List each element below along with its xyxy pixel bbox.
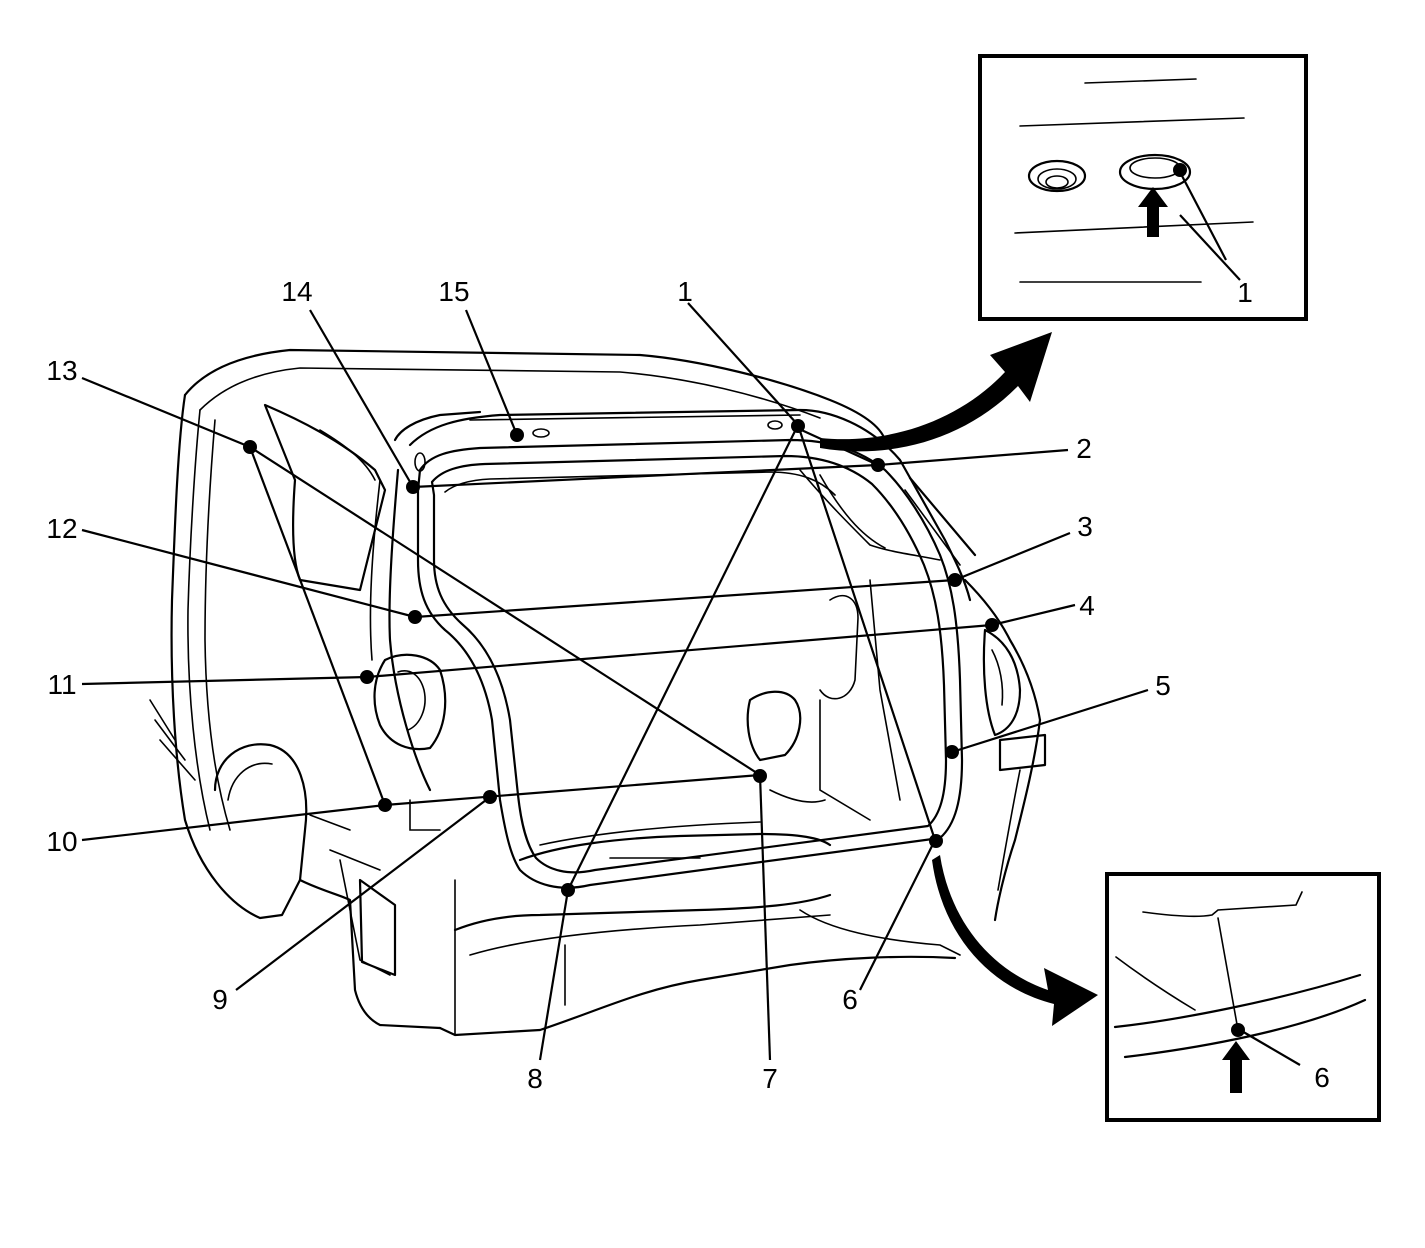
callout-14: 14 — [281, 276, 312, 307]
top-detail-inset — [978, 54, 1308, 321]
callout-5: 5 — [1155, 670, 1171, 701]
vehicle-rear-body — [149, 348, 1047, 1037]
attachment-point-15 — [510, 428, 524, 442]
attachment-point-6 — [929, 834, 943, 848]
attachment-point-9 — [483, 790, 497, 804]
callout-4: 4 — [1079, 590, 1095, 621]
callout-9: 9 — [212, 984, 228, 1015]
callout-2: 2 — [1076, 433, 1092, 464]
callout-11: 11 — [47, 669, 76, 700]
callout-12: 12 — [46, 513, 77, 544]
attachment-point-2 — [871, 458, 885, 472]
attachment-point-5 — [945, 745, 959, 759]
callout-labels: 1 2 3 4 5 6 7 8 9 10 11 12 13 14 15 1 6 — [46, 276, 1329, 1094]
callout-8: 8 — [527, 1063, 543, 1094]
curved-arrow-to-bottom-inset-icon — [932, 855, 1098, 1026]
callout-15: 15 — [438, 276, 469, 307]
attachment-point-7 — [753, 769, 767, 783]
attachment-point-4 — [985, 618, 999, 632]
attachment-point-12 — [408, 610, 422, 624]
attachment-points — [243, 163, 1245, 1037]
attachment-point-1 — [791, 419, 805, 433]
callout-10: 10 — [46, 826, 77, 857]
attachment-point-10 — [378, 798, 392, 812]
inset-callout-1: 1 — [1237, 277, 1253, 308]
pointer-arrow-icon — [1138, 187, 1168, 237]
attachment-point-3 — [948, 573, 962, 587]
attachment-point-8 — [561, 883, 575, 897]
attachment-point-11 — [360, 670, 374, 684]
callout-3: 3 — [1077, 511, 1093, 542]
callout-6: 6 — [842, 984, 858, 1015]
pointer-arrow-icon-bottom — [1222, 1041, 1250, 1093]
callout-13: 13 — [46, 355, 77, 386]
inset-attachment-point-1 — [1173, 163, 1187, 177]
attachment-point-13 — [243, 440, 257, 454]
leader-lines — [81, 171, 1301, 1066]
callout-1: 1 — [677, 276, 693, 307]
inset-attachment-point-6 — [1231, 1023, 1245, 1037]
callout-7: 7 — [762, 1063, 778, 1094]
curved-arrow-to-top-inset-icon — [820, 332, 1052, 452]
grommet-left — [1027, 159, 1087, 193]
attachment-point-14 — [406, 480, 420, 494]
inset-callout-6: 6 — [1314, 1062, 1330, 1093]
bottom-detail-inset — [1105, 872, 1381, 1122]
